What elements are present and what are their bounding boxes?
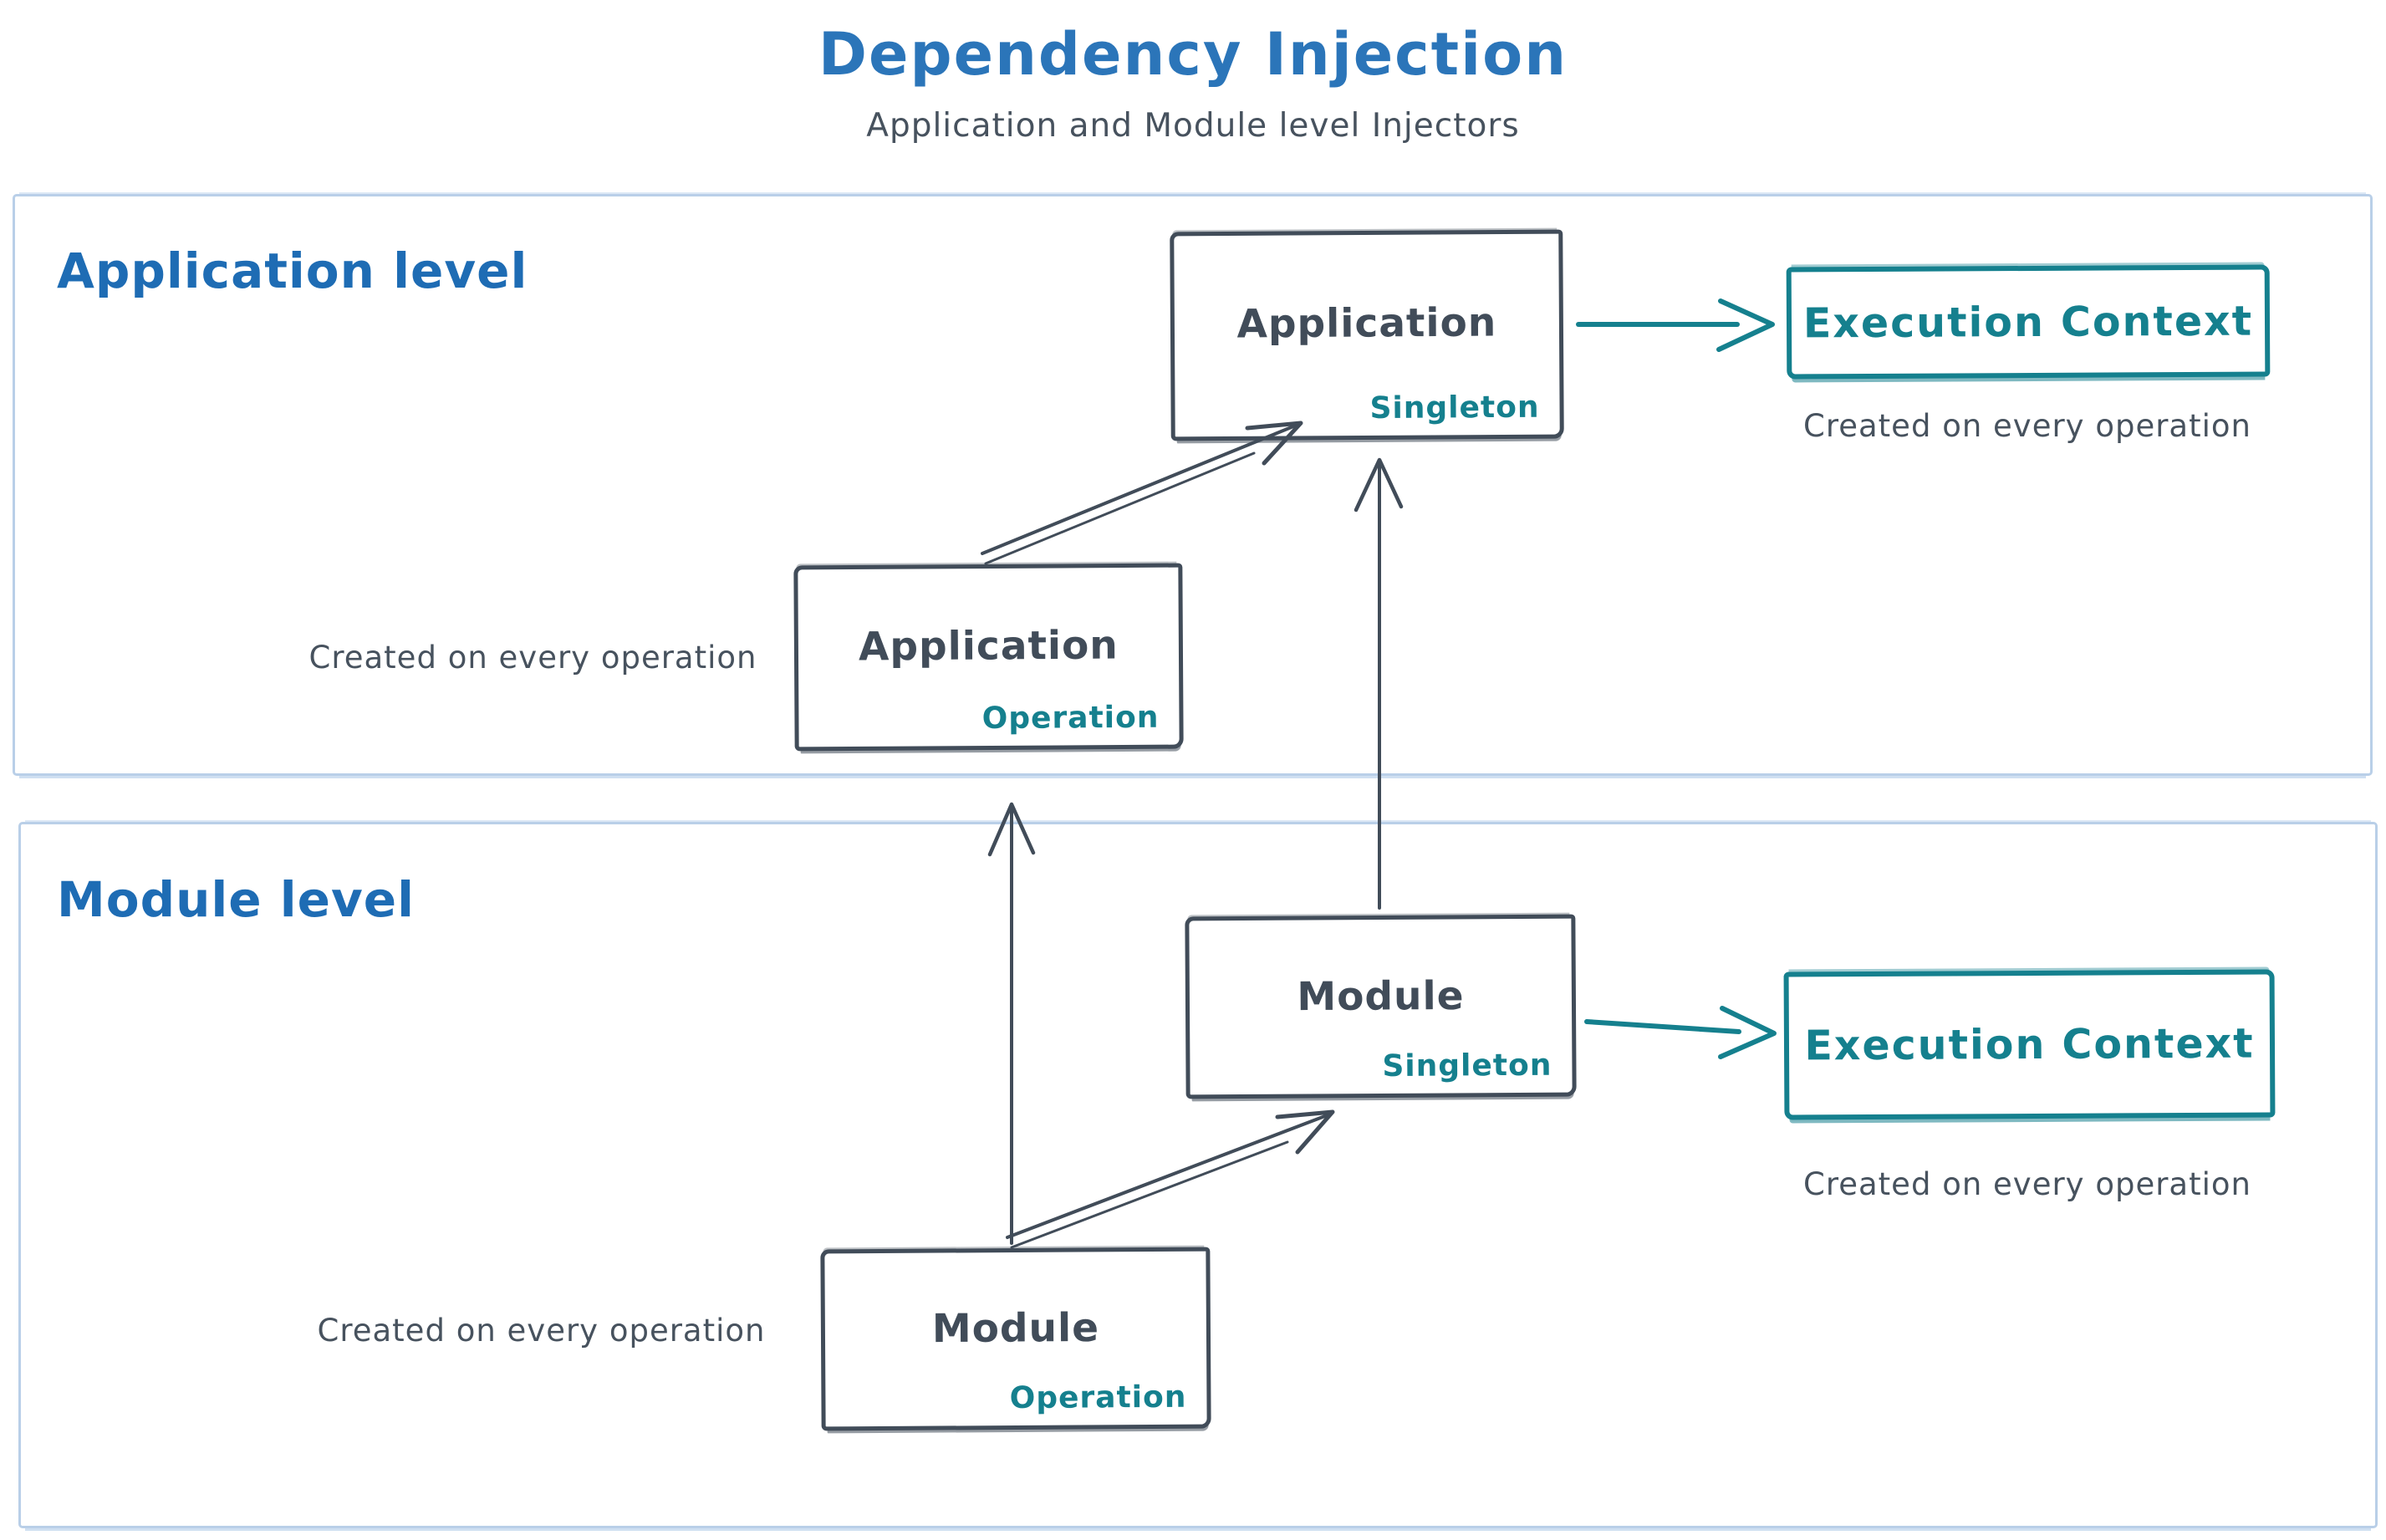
module-singleton-badge: Singleton <box>1382 1048 1552 1084</box>
module-singleton-box: Module Singleton <box>1185 914 1577 1099</box>
application-execution-context-box: Execution Context <box>1786 264 2271 380</box>
application-operation-badge: Operation <box>981 700 1160 737</box>
application-execution-context-label: Execution Context <box>1802 297 2254 347</box>
module-operation-box: Module Operation <box>820 1247 1211 1431</box>
application-singleton-box: Application Singleton <box>1170 229 1564 441</box>
module-singleton-title: Module <box>1297 972 1465 1020</box>
module-execution-context-box: Execution Context <box>1783 969 2276 1120</box>
application-operation-title: Application <box>858 622 1119 671</box>
application-operation-caption: Created on every operation <box>308 640 757 676</box>
application-singleton-title: Application <box>1236 299 1497 348</box>
application-operation-box: Application Operation <box>793 563 1184 752</box>
module-operation-badge: Operation <box>1009 1379 1187 1416</box>
application-execution-caption: Created on every operation <box>1803 408 2251 444</box>
module-operation-caption: Created on every operation <box>317 1313 766 1349</box>
diagram-subtitle: Application and Module level Injectors <box>866 107 1520 145</box>
application-level-label: Application level <box>57 242 528 299</box>
module-execution-caption: Created on every operation <box>1803 1166 2251 1202</box>
module-level-label: Module level <box>57 871 416 928</box>
module-operation-title: Module <box>931 1304 1100 1353</box>
diagram-title: Dependency Injection <box>818 20 1568 89</box>
module-execution-context-label: Execution Context <box>1804 1019 2255 1070</box>
application-singleton-badge: Singleton <box>1369 390 1540 426</box>
